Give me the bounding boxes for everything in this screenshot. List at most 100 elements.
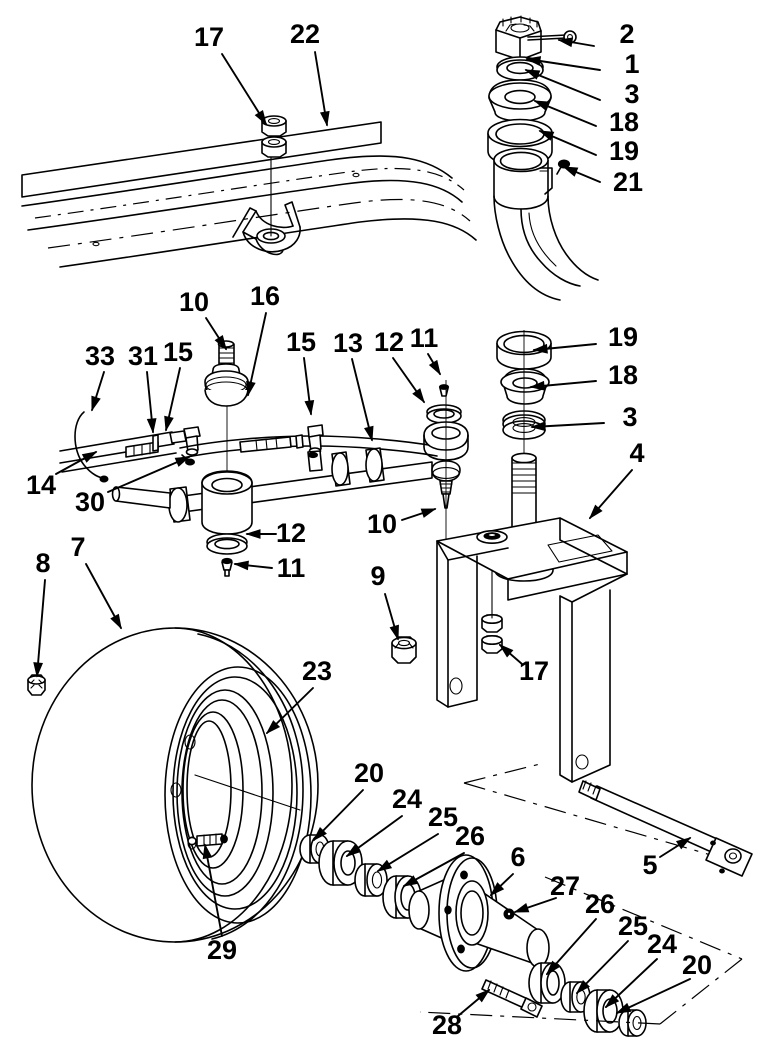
wheel-group	[27, 627, 319, 943]
callout-3: 3	[530, 402, 638, 432]
spindle-fork	[436, 517, 736, 863]
callout-number: 15	[286, 327, 316, 357]
lock-nut-upper	[261, 115, 287, 137]
leader-line	[36, 579, 46, 677]
elbow-fitting-right	[239, 424, 324, 472]
frame-rail-group	[21, 115, 477, 268]
leader-arrowhead	[545, 960, 560, 976]
leader-line	[107, 456, 190, 493]
callout-19: 19	[538, 130, 639, 166]
callout-24: 24	[345, 784, 422, 857]
hub-body	[408, 854, 550, 972]
callout-22: 22	[290, 19, 330, 127]
callout-8: 8	[33, 548, 51, 678]
callout-27: 27	[513, 871, 580, 913]
callout-31: 31	[128, 341, 158, 434]
leader-arrowhead	[513, 903, 530, 913]
callout-number: 10	[367, 509, 397, 539]
callout-number: 16	[250, 281, 280, 311]
callout-23: 23	[265, 656, 332, 735]
callout-24: 24	[604, 929, 677, 1009]
callout-19: 19	[532, 322, 638, 354]
callout-11: 11	[410, 323, 441, 376]
callout-number: 2	[619, 19, 634, 49]
callout-number: 10	[179, 287, 209, 317]
leader-arrowhead	[562, 166, 579, 177]
callout-18: 18	[533, 100, 639, 137]
callout-number: 25	[618, 911, 648, 941]
callout-1: 1	[525, 49, 640, 79]
leader-arrowhead	[489, 882, 505, 897]
leader-arrowhead	[557, 37, 574, 48]
callout-number: 27	[550, 871, 580, 901]
hex-bolt-28	[481, 979, 543, 1018]
callout-number: 3	[624, 79, 639, 109]
leader-line	[351, 358, 373, 441]
callout-17: 17	[194, 22, 267, 126]
leader-arrowhead	[146, 418, 157, 434]
leader-arrowhead	[532, 343, 548, 354]
bearing-cone-upper	[488, 79, 552, 122]
callout-number: 3	[622, 402, 637, 432]
leader-arrowhead	[164, 415, 174, 432]
leader-arrowhead	[254, 109, 267, 126]
callout-number: 28	[432, 1010, 462, 1040]
leader-line	[204, 844, 223, 937]
leader-arrowhead	[538, 130, 555, 141]
callout-number: 18	[608, 360, 638, 390]
leader-arrowhead	[402, 875, 419, 887]
callout-2: 2	[557, 19, 635, 49]
hex-nut-9	[391, 636, 417, 664]
callout-number: 25	[428, 802, 458, 832]
callout-number: 24	[647, 929, 677, 959]
leader-arrowhead	[420, 508, 437, 518]
callout-number: 20	[354, 758, 384, 788]
callout-15: 15	[163, 337, 193, 432]
leader-arrowhead	[233, 560, 249, 571]
elbow-fitting-left	[169, 426, 201, 456]
leader-arrowhead	[174, 456, 191, 467]
callout-number: 9	[370, 561, 385, 591]
callout-9: 9	[370, 561, 399, 641]
callout-number: 17	[519, 656, 549, 686]
leader-arrowhead	[246, 380, 256, 397]
leader-arrowhead	[202, 843, 213, 860]
leader-arrowhead	[524, 69, 541, 80]
callout-number: 7	[70, 532, 85, 562]
lug-nut	[27, 674, 46, 696]
leader-arrowhead	[319, 110, 330, 127]
callout-25: 25	[575, 911, 648, 995]
leader-arrowhead	[345, 844, 361, 857]
callout-14: 14	[26, 451, 98, 500]
callout-26: 26	[545, 889, 615, 976]
callout-number: 6	[510, 842, 525, 872]
leader-arrowhead	[615, 1002, 632, 1014]
leader-arrowhead	[675, 837, 692, 850]
callout-5: 5	[642, 837, 692, 880]
kingpin-tube	[493, 147, 553, 210]
hub-assembly-group	[299, 834, 743, 1037]
callout-number: 19	[608, 322, 638, 352]
leader-arrowhead	[364, 425, 374, 442]
callout-number: 23	[302, 656, 332, 686]
callout-4: 4	[588, 438, 645, 520]
lock-nut-pair-fork	[476, 529, 508, 654]
callout-16: 16	[246, 281, 280, 397]
knuckle-center	[201, 470, 253, 577]
kingpin-stack-group	[487, 15, 599, 301]
tie-rod-assembly-group	[59, 340, 469, 577]
leader-arrowhead	[529, 380, 545, 391]
callout-number: 15	[163, 337, 193, 367]
slotted-hex-nut	[495, 15, 542, 61]
leader-arrowhead	[33, 662, 43, 678]
callout-number: 17	[194, 22, 224, 52]
leader-arrowhead	[304, 399, 315, 416]
valve-stem	[187, 833, 228, 847]
leader-arrowhead	[91, 395, 101, 412]
leader-arrowhead	[530, 421, 546, 432]
callout-number: 29	[207, 935, 237, 965]
callout-number: 20	[682, 950, 712, 980]
callout-13: 13	[333, 328, 374, 442]
